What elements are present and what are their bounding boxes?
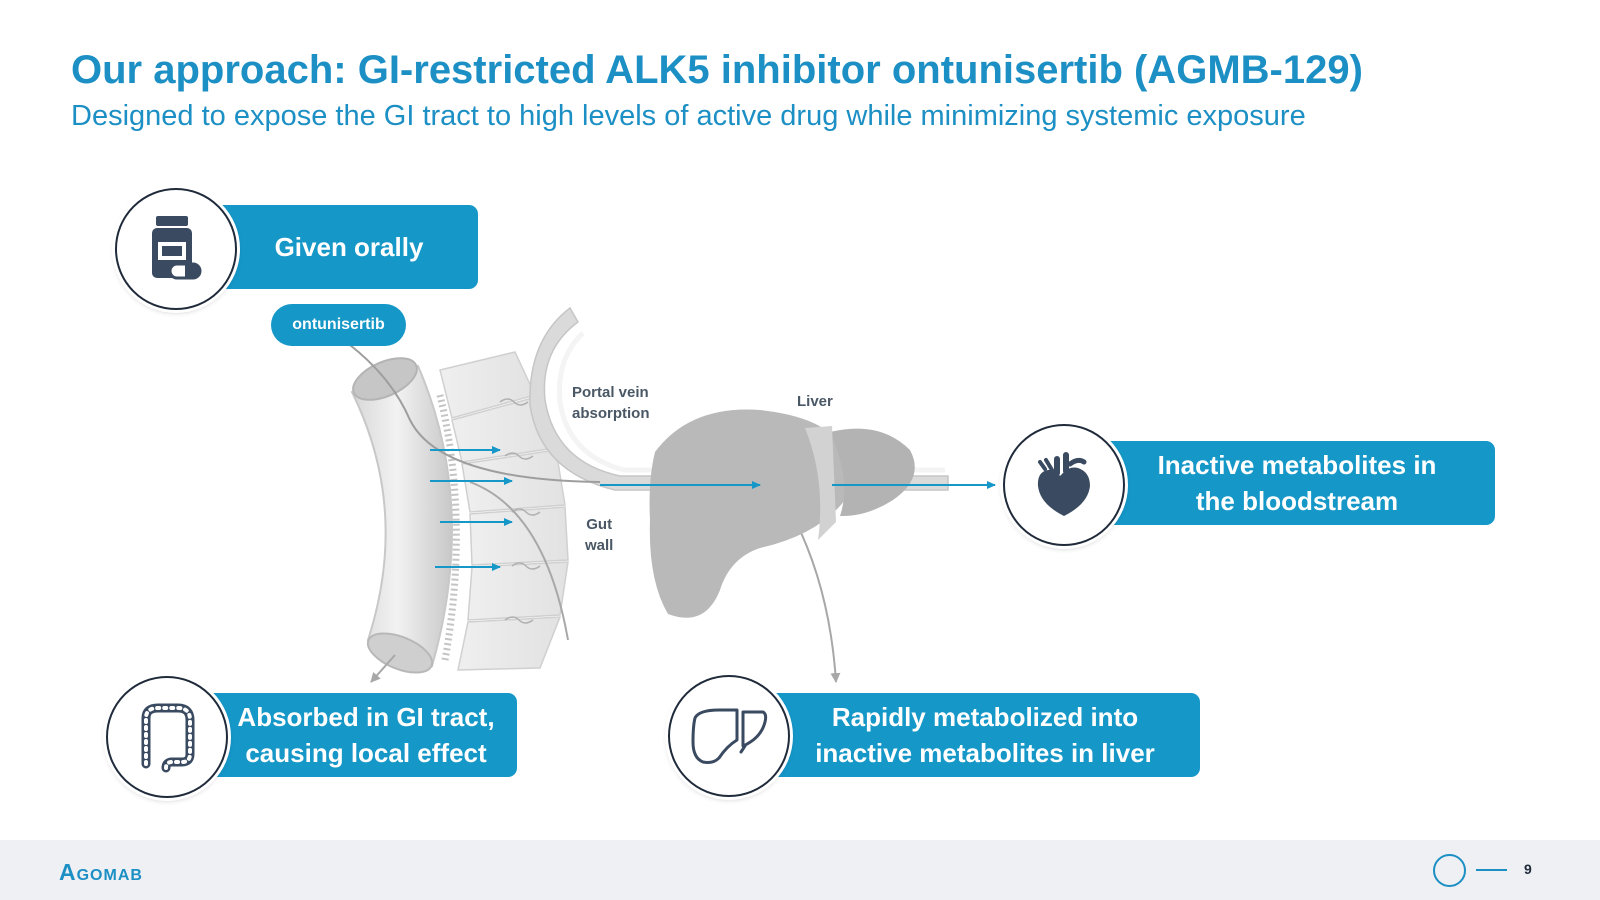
bloodstream-icon-badge [1003,424,1125,546]
footer-dash [1476,869,1507,871]
footer-circle-icon [1433,854,1466,887]
given-orally-callout: Given orally [210,205,478,289]
liver-icon [691,708,768,764]
absorption-arrows [430,446,996,571]
gut-liver-diagram [349,306,996,683]
page-title: Our approach: GI-restricted ALK5 inhibit… [71,48,1363,92]
liver-organ [649,409,915,618]
intestine-icon [141,703,195,773]
liver-icon-badge [668,675,790,797]
gi-tract-text: Absorbed in GI tract, causing local effe… [237,702,495,768]
gut-wall-label: Gut wall [585,516,614,554]
gi-tract-icon-badge [106,676,228,798]
ontunisertib-pill: ontunisertib [271,304,406,346]
villi-edge [436,394,460,661]
page-number: 9 [1524,861,1532,877]
given-orally-icon-badge [115,188,237,310]
bloodstream-text: Inactive metabolites in the bloodstream [1157,450,1437,516]
heart-icon [1037,452,1090,516]
page-subtitle: Designed to expose the GI tract to high … [71,100,1306,132]
bloodstream-callout: Inactive metabolites in the bloodstream [1087,441,1495,525]
gi-tract-callout: Absorbed in GI tract, causing local effe… [203,693,517,777]
liver-label: Liver [797,393,833,410]
liver-callout-text: Rapidly metabolized into inactive metabo… [815,702,1155,768]
medicine-bottle-pill-icon [152,216,202,280]
footer-bar: Agomab 9 [0,840,1600,900]
pathway-lines [349,344,841,683]
agomab-logo: Agomab [59,859,143,885]
portal-vein-label: Portal vein absorption [572,384,650,422]
gut-wall-segments [439,351,569,671]
liver-callout: Rapidly metabolized into inactive metabo… [758,693,1200,777]
given-orally-text: Given orally [274,232,424,262]
